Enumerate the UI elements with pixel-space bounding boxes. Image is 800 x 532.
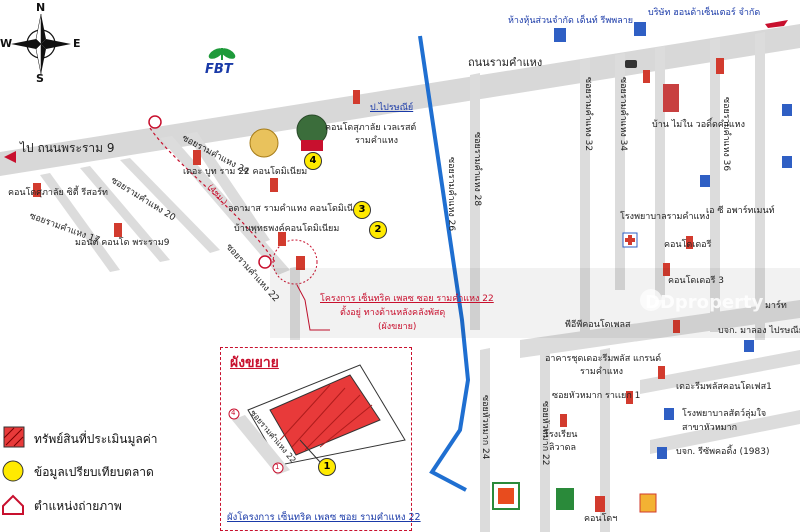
legend-appraised: ทรัพย์สินที่ประเมินมูลค่า	[34, 432, 158, 446]
label-condo-ram: คอนโดสุภาลัย เวลเรสต์	[325, 123, 417, 133]
fbt-logo-icon	[208, 48, 236, 60]
label-condo-mall: อาคารชุดเดอะรีมพลัส แกรนด์	[545, 354, 662, 364]
compass-west: W	[0, 37, 13, 50]
legend-photo-position: ตำแหน่งถ่ายภาพ	[34, 499, 122, 513]
label-hotel: บ้าน ไม่ใน วอดิ์ดคำแหง	[652, 120, 745, 130]
project-circle	[272, 239, 318, 285]
label-hospital-3: สาขาหัวหมาก	[682, 423, 738, 433]
label-pg-office: พีอีพีคอนโดเพลส	[565, 320, 631, 330]
compass-east: E	[73, 37, 81, 50]
legend-swatches	[2, 426, 25, 515]
arrow-left-icon	[4, 151, 16, 163]
label-condo-3b: คอนโดเดอรี	[664, 240, 712, 250]
truck-icon	[625, 60, 637, 68]
road-soi-36: ซอยรามคำแหง 36	[721, 97, 731, 172]
label-hospital-2: โรงพยาบาลสัตว์ลุ่มใจ	[682, 409, 767, 419]
road-to-rama9: ไป ถนนพระราม 9	[20, 141, 115, 155]
label-condo-rama9: คอนโดศุภาลัย ซิตี้ รีสอร์ท	[8, 188, 108, 198]
inset-map	[228, 364, 406, 475]
store-icons	[492, 482, 657, 513]
comparable-marker-3: 3	[353, 201, 371, 219]
road-soi-34: ซอยรามคำแหง 34	[618, 77, 628, 152]
label-soi-lane: ซอยหัวหมาก ราเเยก 1	[552, 391, 641, 401]
project-line-3: (ผังขยาย)	[378, 322, 417, 332]
label-the-boutique: เดอะ บูท ราม 22 คอนโดมิเนียม	[183, 167, 308, 177]
ddproperty-logo-icon	[640, 289, 662, 311]
label-school-2: ลิวาดล	[549, 443, 576, 453]
label-condo-2: บ้านพุทธพงค์คอนโดมิเนียม	[234, 224, 340, 234]
project-leader	[296, 284, 330, 331]
road-soi-hua-mak-2: ซอยหัวหมาก 22	[540, 401, 550, 466]
label-condo-3: ลดามาส รามคำแหง คอนโดมิเนียม	[228, 204, 365, 214]
expressway-line	[418, 35, 471, 492]
label-condo-place: เดอะรีมพลัสคอนโดเฟส1	[676, 382, 772, 392]
ddproperty-watermark: DDproperty	[645, 292, 764, 313]
label-honda: บริษัท ฮอนด้าเซ็นเตอร์ จำกัด	[648, 8, 761, 18]
comparable-marker-2: 2	[369, 221, 387, 239]
honda-logo-icon	[765, 20, 788, 28]
emblem-logo-icon	[249, 114, 328, 158]
road-soi-28: ซอยรามคำแหง 28	[472, 132, 482, 207]
ramkhamhaeng-road	[0, 24, 800, 176]
label-condo-mall-2: รามคำแหง	[580, 367, 624, 377]
inset-photo-1: 1	[275, 463, 280, 471]
inset-appraised-marker: 1	[318, 458, 336, 476]
inset-caption: ผังโครงการ เซ็นทริค เพลซ ซอย รามคำแหง 22	[227, 512, 421, 523]
building-icons	[33, 58, 724, 512]
label-company-2: บจก. มาลอง ไปรษณีย์	[718, 326, 800, 336]
label-mont-condo: มอนต์ คอนโด พระราม9	[75, 238, 170, 248]
label-ek-apartment: เอ ซี อพาร์ทเมนท์	[706, 206, 775, 216]
label-condo-bottom: คอนโดฯ	[584, 514, 618, 524]
inset-frame	[220, 347, 412, 531]
project-line-1: โครงการ เซ็นทริค เพลซ ซอย รามคำแหง 22	[320, 294, 494, 304]
label-condo-3c: คอนโดเดอรี 3	[668, 276, 725, 286]
fbt-logo-text: FBT	[205, 62, 233, 77]
blue-building-icons	[554, 22, 792, 459]
road-ramkhamhaeng: ถนนรามคำแหง	[468, 56, 543, 69]
route-dotted	[149, 127, 276, 263]
road-soi-26: ซอยรามคำแหง 26	[446, 157, 456, 232]
label-company: บจก. รีซัพคอดิ้ง (1983)	[676, 447, 770, 457]
road-soi-32: ซอยรามคำแหง 32	[583, 77, 593, 152]
label-hospital: โรงพยาบาลรามคำแหง	[620, 212, 710, 222]
compass-south: S	[36, 72, 44, 85]
compass-icon	[11, 13, 71, 75]
label-school: โรงเรียน	[544, 430, 578, 440]
inset-photo-4: 4	[231, 409, 236, 417]
road-soi-hua-mak: ซอยหัวหมาก 24	[480, 395, 490, 460]
project-line-2: ตั้งอยู่ ทางด้านหลังคลังพัสดุ	[340, 308, 446, 318]
label-mall-right: มาร์ท	[765, 301, 787, 311]
label-post-office: ป.ไปรษณีย์	[370, 103, 414, 113]
inset-title: ผังขยาย	[230, 355, 279, 371]
watermark-band	[270, 268, 800, 338]
comparable-marker-4: 4	[304, 152, 322, 170]
compass-north: N	[36, 1, 46, 14]
label-dept-store: ห้างหุ้นส่วนจำกัด เด็นท์ รีพพลาย	[508, 16, 634, 26]
legend-comparable: ข้อมูลเปรียบเทียบตลาด	[34, 465, 154, 479]
label-condo-ram-2: รามคำแหง	[355, 136, 399, 146]
photo-position-markers	[148, 115, 272, 269]
